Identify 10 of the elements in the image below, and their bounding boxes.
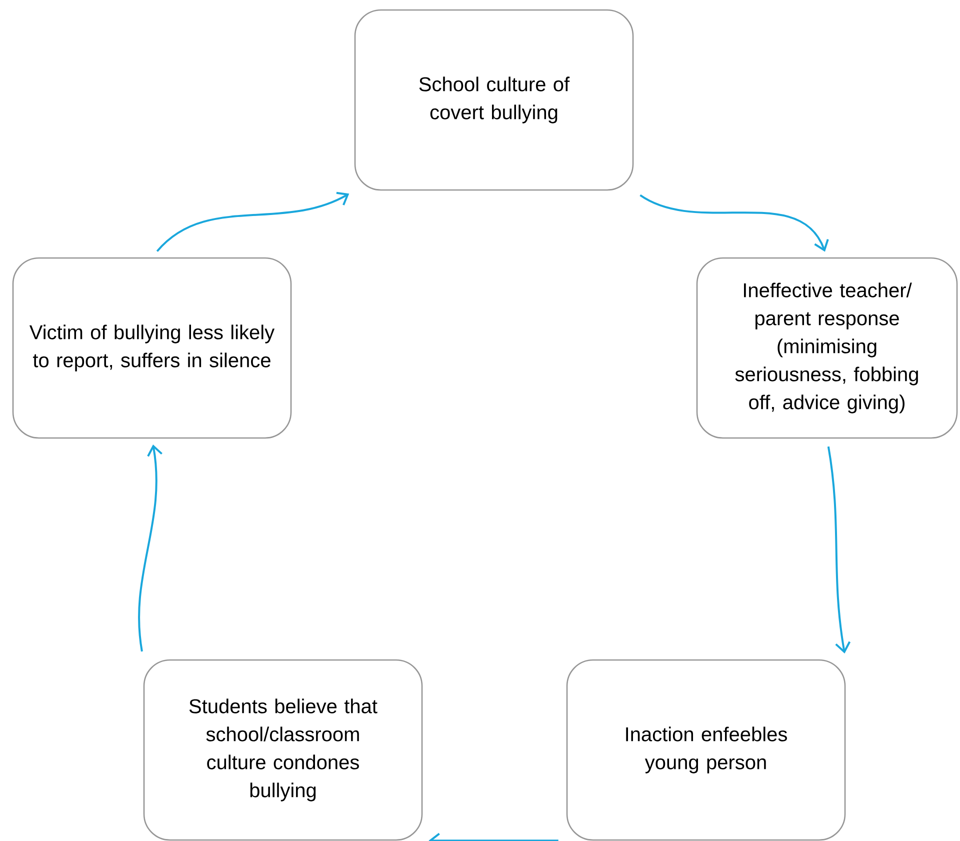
process-box: Students believe that school/classroom culture condones bullying: [143, 659, 423, 841]
process-box: Ineffective teacher/ parent response (minimising seriousness, fobbing off, advice giving): [696, 257, 958, 439]
arrow: [827, 446, 851, 654]
process-box: Inaction enfeebles young person: [566, 659, 846, 841]
arrow: [138, 444, 162, 652]
process-box: School culture of covert bullying: [354, 9, 634, 191]
process-box: Victim of bullying less likely to report, suffers in silence: [12, 257, 292, 439]
arrow: [428, 832, 558, 841]
arrow: [156, 192, 350, 252]
arrow: [640, 194, 829, 252]
